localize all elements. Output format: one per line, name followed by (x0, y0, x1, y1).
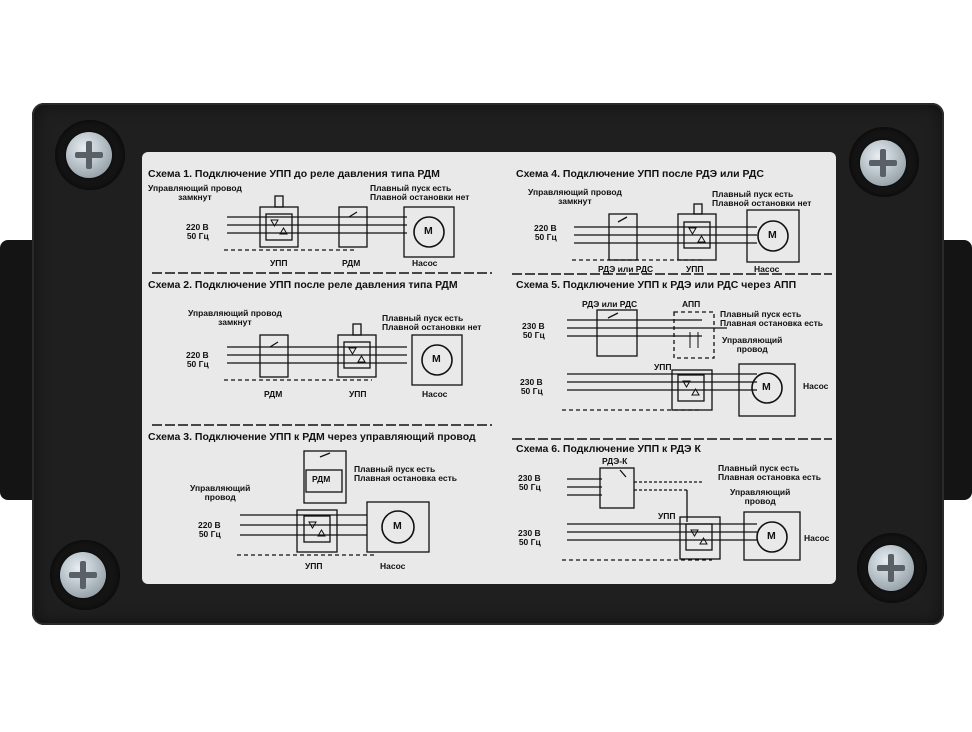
scheme1-soft-start: Плавный пуск есть Плавной остановки нет (370, 183, 470, 202)
scheme5-rde: РДЭ или РДС (582, 299, 638, 309)
scheme3-pump-label: Насос (380, 561, 406, 571)
scheme4-pump-label: Насос (754, 264, 780, 274)
scheme6-supply1: 230 В 50 Гц (518, 473, 541, 492)
wiring-diagram-label: Схема 1. Подключение УПП до реле давлени… (142, 152, 836, 584)
scheme4-title: Схема 4. Подключение УПП после РДЭ или Р… (516, 168, 764, 180)
scheme5-app: АПП (682, 299, 701, 309)
scheme6-rdek: РДЭ-К (602, 456, 628, 466)
screw-top-left-icon (66, 132, 112, 178)
scheme5-title: Схема 5. Подключение УПП к РДЭ или РДС ч… (516, 279, 797, 291)
scheme4-soft-start: Плавный пуск есть Плавной остановки нет (712, 189, 812, 208)
scheme4-control-wire: Управляющий провод замкнут (528, 187, 622, 206)
scheme2-pump-label: Насос (422, 389, 448, 399)
scheme4-diagram (572, 203, 800, 263)
scheme3-title: Схема 3. Подключение УПП к РДМ через упр… (148, 431, 476, 443)
scheme3-control-wire: Управляющий провод (190, 483, 251, 502)
scheme1-title: Схема 1. Подключение УПП до реле давлени… (148, 168, 440, 180)
scheme1-diagram (224, 195, 455, 258)
scheme3-diagram (237, 450, 430, 556)
scheme3-supply: 220 В 50 Гц (198, 520, 221, 539)
scheme2-motor: М (432, 353, 441, 365)
scheme6-diagram (562, 467, 801, 561)
screw-bottom-left-icon (60, 552, 106, 598)
screw-bottom-right-icon (868, 545, 914, 591)
scheme3-soft-start: Плавный пуск есть Плавная остановка есть (354, 464, 457, 483)
scheme5-supply1: 230 В 50 Гц (522, 321, 545, 340)
scheme5-pump-label: Насос (803, 381, 829, 391)
scheme1-control-wire: Управляющий провод замкнут (148, 183, 242, 202)
wiring-diagrams-drawing (152, 195, 832, 561)
scheme2-diagram (224, 323, 463, 386)
scheme2-upp-label: УПП (349, 389, 367, 399)
scheme6-supply2: 230 В 50 Гц (518, 528, 541, 547)
scheme3-motor: М (393, 520, 402, 532)
scheme2-soft-start: Плавный пуск есть Плавной остановки нет (382, 313, 482, 332)
scheme2-rdm-label: РДМ (264, 389, 283, 399)
scheme6-title: Схема 6. Подключение УПП к РДЭ К (516, 443, 701, 455)
scheme5-diagram (562, 309, 796, 417)
scheme4-supply: 220 В 50 Гц (534, 223, 557, 242)
screw-top-right-icon (860, 140, 906, 186)
scheme4-motor: М (768, 229, 777, 241)
scheme2-control-wire: Управляющий провод замкнут (188, 308, 282, 327)
scheme6-upp-label: УПП (658, 511, 676, 521)
scheme6-soft-start: Плавный пуск есть Плавная остановка есть (718, 463, 821, 482)
scheme5-upp-label: УПП (654, 362, 672, 372)
scheme2-title: Схема 2. Подключение УПП после реле давл… (148, 279, 458, 291)
scheme3-rdm: РДМ (312, 474, 331, 484)
scheme6-pump-label: Насос (804, 533, 830, 543)
scheme4-rde-label: РДЭ или РДС (598, 264, 654, 274)
scheme5-motor: М (762, 381, 771, 393)
scheme4-upp-label: УПП (686, 264, 704, 274)
scheme6-control-wire: Управляющий провод (730, 487, 791, 506)
scheme1-motor: М (424, 225, 433, 237)
scheme1-upp-label: УПП (270, 258, 288, 268)
scheme2-supply: 220 В 50 Гц (186, 350, 209, 369)
scheme5-supply2: 230 В 50 Гц (520, 377, 543, 396)
scheme1-pump-label: Насос (412, 258, 438, 268)
scheme1-supply: 220 В 50 Гц (186, 222, 209, 241)
scheme3-upp-label: УПП (305, 561, 323, 571)
scheme6-motor: М (767, 530, 776, 542)
scheme1-rdm-label: РДМ (342, 258, 361, 268)
scheme5-soft-start: Плавный пуск есть Плавная остановка есть (720, 309, 823, 328)
scheme5-control-wire: Управляющий провод (722, 335, 783, 354)
